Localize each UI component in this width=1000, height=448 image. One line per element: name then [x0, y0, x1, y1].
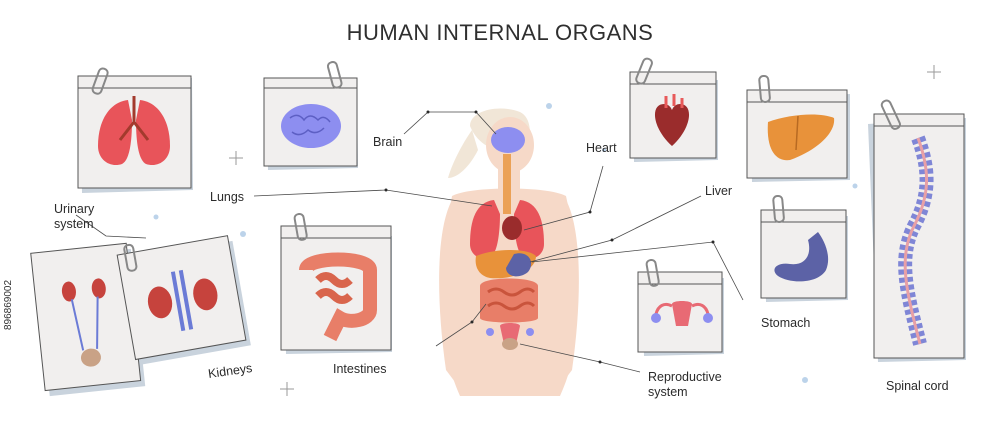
intestines-icon	[299, 252, 377, 342]
reproductive-icon	[651, 301, 713, 326]
urinary-icon	[61, 278, 106, 367]
card-brain	[263, 61, 358, 170]
liver-icon	[767, 114, 835, 161]
card-urinary-system	[30, 242, 146, 397]
brain-icon	[281, 104, 341, 148]
label-urinary-system: Urinary system	[54, 202, 95, 231]
heart-icon	[654, 94, 690, 146]
card-liver	[746, 74, 850, 182]
card-heart	[629, 57, 718, 162]
leader-dots	[384, 110, 715, 364]
card-intestines	[280, 212, 392, 354]
card-reproductive	[637, 258, 724, 356]
label-lungs: Lungs	[210, 190, 245, 204]
body-figure	[439, 108, 579, 396]
label-brain: Brain	[373, 135, 403, 149]
lungs-icon	[98, 96, 170, 166]
spine-icon	[898, 135, 934, 346]
card-spinal-cord	[868, 99, 966, 362]
sparkle-icons	[229, 65, 941, 396]
dot-decorations	[153, 103, 858, 383]
card-kidneys	[116, 235, 251, 365]
label-heart: Heart	[586, 141, 617, 155]
stock-id: 896869002	[3, 279, 14, 330]
stomach-icon	[774, 232, 829, 282]
label-spinal-cord: Spinal cord	[886, 379, 949, 393]
kidneys-icon	[147, 269, 218, 332]
label-stomach: Stomach	[761, 316, 811, 330]
label-reproductive-system: Reproductive system	[648, 370, 722, 399]
label-intestines: Intestines	[333, 362, 387, 376]
label-liver: Liver	[705, 184, 733, 198]
card-lungs	[77, 67, 193, 193]
card-stomach	[760, 194, 848, 302]
page-title: HUMAN INTERNAL ORGANS	[346, 20, 654, 45]
